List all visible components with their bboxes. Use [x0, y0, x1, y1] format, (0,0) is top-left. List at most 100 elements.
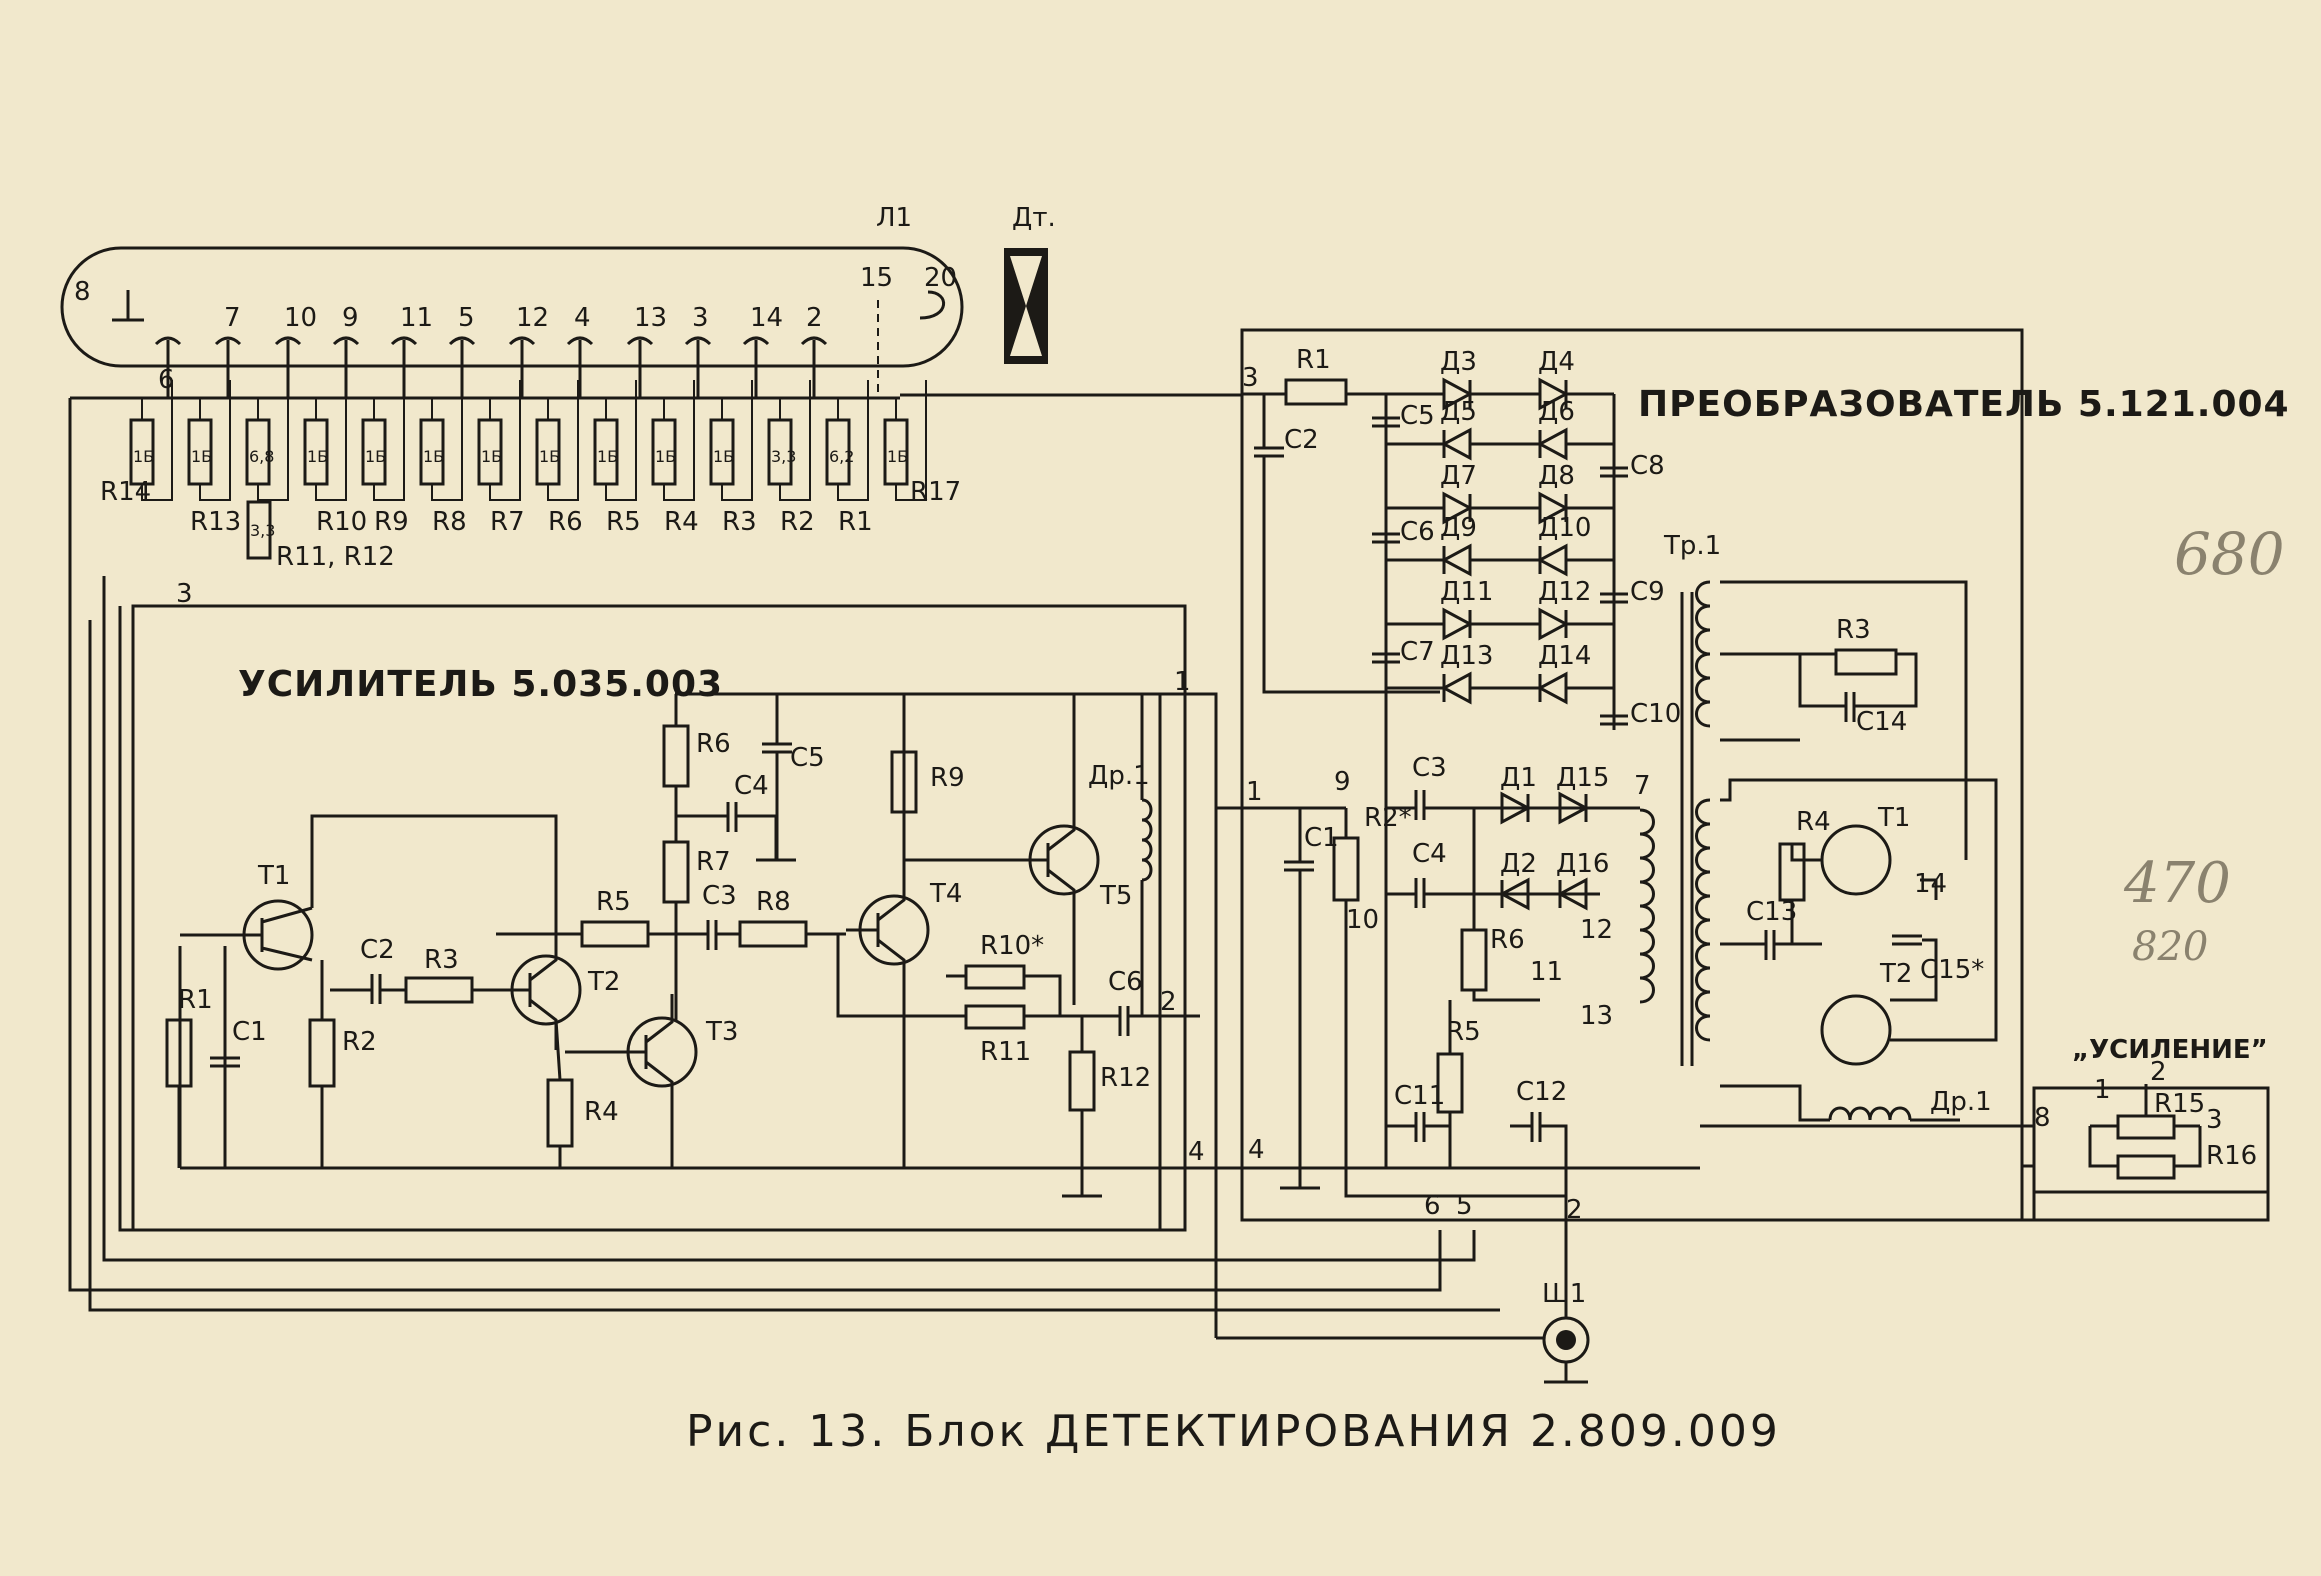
ladder-wire [895, 380, 927, 501]
lamp-pin-number: 10 [284, 303, 317, 333]
lamp-electrode [742, 336, 770, 398]
tr1-primary [1695, 580, 1711, 728]
lamp-pin-number: 14 [750, 303, 783, 333]
multiplier-capacitor [1600, 592, 1628, 604]
amp-transistor-leads [498, 694, 1076, 1168]
amp-r12 [1068, 1050, 1096, 1112]
conv-c3 [1414, 790, 1426, 820]
conv-c12-label: C12 [1516, 1077, 1567, 1107]
conv-c13-label: C13 [1746, 897, 1797, 927]
diode [1536, 427, 1568, 461]
conv-c11 [1414, 1112, 1426, 1142]
tr1-output-winding [1639, 808, 1655, 1004]
lamp-pin-number: 13 [634, 303, 667, 333]
multiplier-capacitor-label: C7 [1400, 637, 1435, 667]
conv-r1 [1284, 378, 1348, 406]
ladder-resistor-label: R4 [664, 507, 699, 537]
ladder-resistor-label: R6 [548, 507, 583, 537]
diode [1442, 607, 1474, 641]
tr1-core [1680, 592, 1694, 1066]
ladder-wire [837, 380, 869, 501]
diode-label: Д7 [1440, 461, 1477, 491]
lamp-pin-number: 15 [860, 263, 893, 293]
ladder-wire [141, 380, 173, 501]
ladder-wire [199, 380, 231, 501]
amp-r10 [964, 964, 1026, 990]
conv-pin-12: 12 [1580, 915, 1613, 945]
conv-r1-label: R1 [1296, 345, 1331, 375]
conv-r6 [1460, 928, 1488, 992]
conv-pin-11: 11 [1530, 957, 1563, 987]
gain-control-title: „УСИЛЕНИЕ” [2072, 1035, 2268, 1065]
gain-r15-label: R15 [2154, 1089, 2205, 1119]
amp-c6-label: C6 [1108, 967, 1143, 997]
conv-pin-4: 4 [1248, 1135, 1265, 1165]
lamp-electrode [684, 336, 712, 398]
amp-t1-label: T1 [257, 861, 290, 891]
ladder-resistor-value: 1Б [307, 447, 328, 466]
amp-r2-label: R2 [342, 1027, 377, 1057]
ladder-resistor-value: 1Б [481, 447, 502, 466]
amp-r6 [662, 724, 690, 788]
amp-c1-label: C1 [232, 1017, 267, 1047]
lamp-pin-number: 11 [400, 303, 433, 333]
detector-symbol: Дт. [1004, 203, 1056, 364]
amp-c2 [370, 974, 382, 1004]
amp-c3-label: C3 [702, 881, 737, 911]
conv-pin-14: 14 [1914, 869, 1947, 899]
multiplier-capacitor-label: C9 [1630, 577, 1665, 607]
conv-c12 [1530, 1112, 1542, 1142]
ladder-resistor-label: R17 [910, 477, 961, 507]
ladder-resistor-value: 1Б [887, 447, 908, 466]
amp-r4-label: R4 [584, 1097, 619, 1127]
lamp-electrodes [154, 336, 828, 398]
conv-c4 [1414, 878, 1426, 908]
amplifier-block: УСИЛИТЕЛЬ 5.035.003 T1 T2 T3 T4 T5 R1 R2… [131, 579, 1205, 1232]
lamp-pin-number: 12 [516, 303, 549, 333]
gain-pin-2: 2 [2150, 1057, 2167, 1087]
ladder-wire [373, 380, 405, 501]
gain-pin-1: 1 [2094, 1075, 2111, 1105]
conv-c13 [1764, 930, 1776, 960]
multiplier-capacitor [1600, 714, 1628, 726]
multiplier-capacitor [1600, 466, 1628, 478]
diode [1536, 671, 1568, 705]
lamp-electrode [800, 336, 828, 398]
gain-control-block: „УСИЛЕНИЕ” R15 R16 1 2 3 [2032, 1035, 2270, 1194]
lamp-electrode [626, 336, 654, 398]
conv-c4-label: C4 [1412, 839, 1447, 869]
margin-note-680: 680 [2174, 520, 2285, 588]
ladder-resistor-label: R14 [100, 477, 151, 507]
lamp-cathode-loop [919, 290, 946, 320]
diode-rails [1384, 394, 1616, 1168]
ladder-wire [257, 380, 289, 501]
amp-c5 [762, 742, 792, 754]
diode-label: Д10 [1538, 513, 1591, 543]
lamp-envelope [60, 246, 964, 368]
ladder-resistor-label: R1 [838, 507, 873, 537]
lamp-pin-number: 3 [692, 303, 709, 333]
ladder-wire [779, 380, 811, 501]
amplifier-title: УСИЛИТЕЛЬ 5.035.003 [238, 664, 723, 705]
gain-r15 [2116, 1114, 2176, 1140]
lamp-electrode [566, 336, 594, 398]
conv-r4-label: R4 [1796, 807, 1831, 837]
amp-r5 [580, 920, 650, 948]
amp-r9-label: R9 [930, 763, 965, 793]
transformer-tr1: Тр.1 [1639, 531, 1721, 1066]
conv-pin-13: 13 [1580, 1001, 1613, 1031]
amp-r11 [964, 1004, 1026, 1030]
amp-r9 [890, 750, 918, 814]
converter-wiring [1242, 392, 2036, 1230]
amp-r7 [662, 840, 690, 904]
converter-title: ПРЕОБРАЗОВАТЕЛЬ 5.121.004 [1638, 384, 2290, 425]
amp-wiring [177, 694, 1185, 1230]
amp-choke [1141, 798, 1153, 882]
lamp-label: Л1 [876, 203, 912, 233]
lamp-pin-number: 8 [74, 277, 91, 307]
amp-r8-label: R8 [756, 887, 791, 917]
